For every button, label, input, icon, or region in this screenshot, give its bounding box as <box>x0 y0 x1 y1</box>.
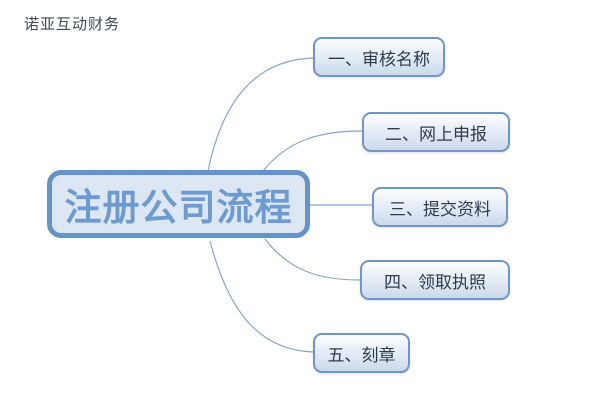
connector-branch-5 <box>209 240 314 353</box>
watermark-label: 诺亚互动财务 <box>24 15 121 33</box>
branch-node-5-label: 五、刻章 <box>327 345 396 366</box>
root-node[interactable]: 注册公司流程 <box>47 170 310 238</box>
root-node-label: 注册公司流程 <box>64 186 293 229</box>
branch-node-3-label: 三、提交资料 <box>389 199 491 220</box>
branch-node-1[interactable]: 一、审核名称 <box>313 37 445 77</box>
branch-node-3[interactable]: 三、提交资料 <box>372 187 508 227</box>
connector-branch-2 <box>262 130 363 172</box>
branch-node-2-label: 二、网上申报 <box>385 124 487 145</box>
branch-node-5[interactable]: 五、刻章 <box>313 333 410 373</box>
branch-node-4[interactable]: 四、领取执照 <box>360 260 510 300</box>
connector-branch-4 <box>264 238 361 281</box>
branch-node-4-label: 四、领取执照 <box>384 272 486 293</box>
branch-node-2[interactable]: 二、网上申报 <box>362 112 510 152</box>
connector-branch-1 <box>207 57 314 172</box>
branch-node-1-label: 一、审核名称 <box>328 49 430 70</box>
